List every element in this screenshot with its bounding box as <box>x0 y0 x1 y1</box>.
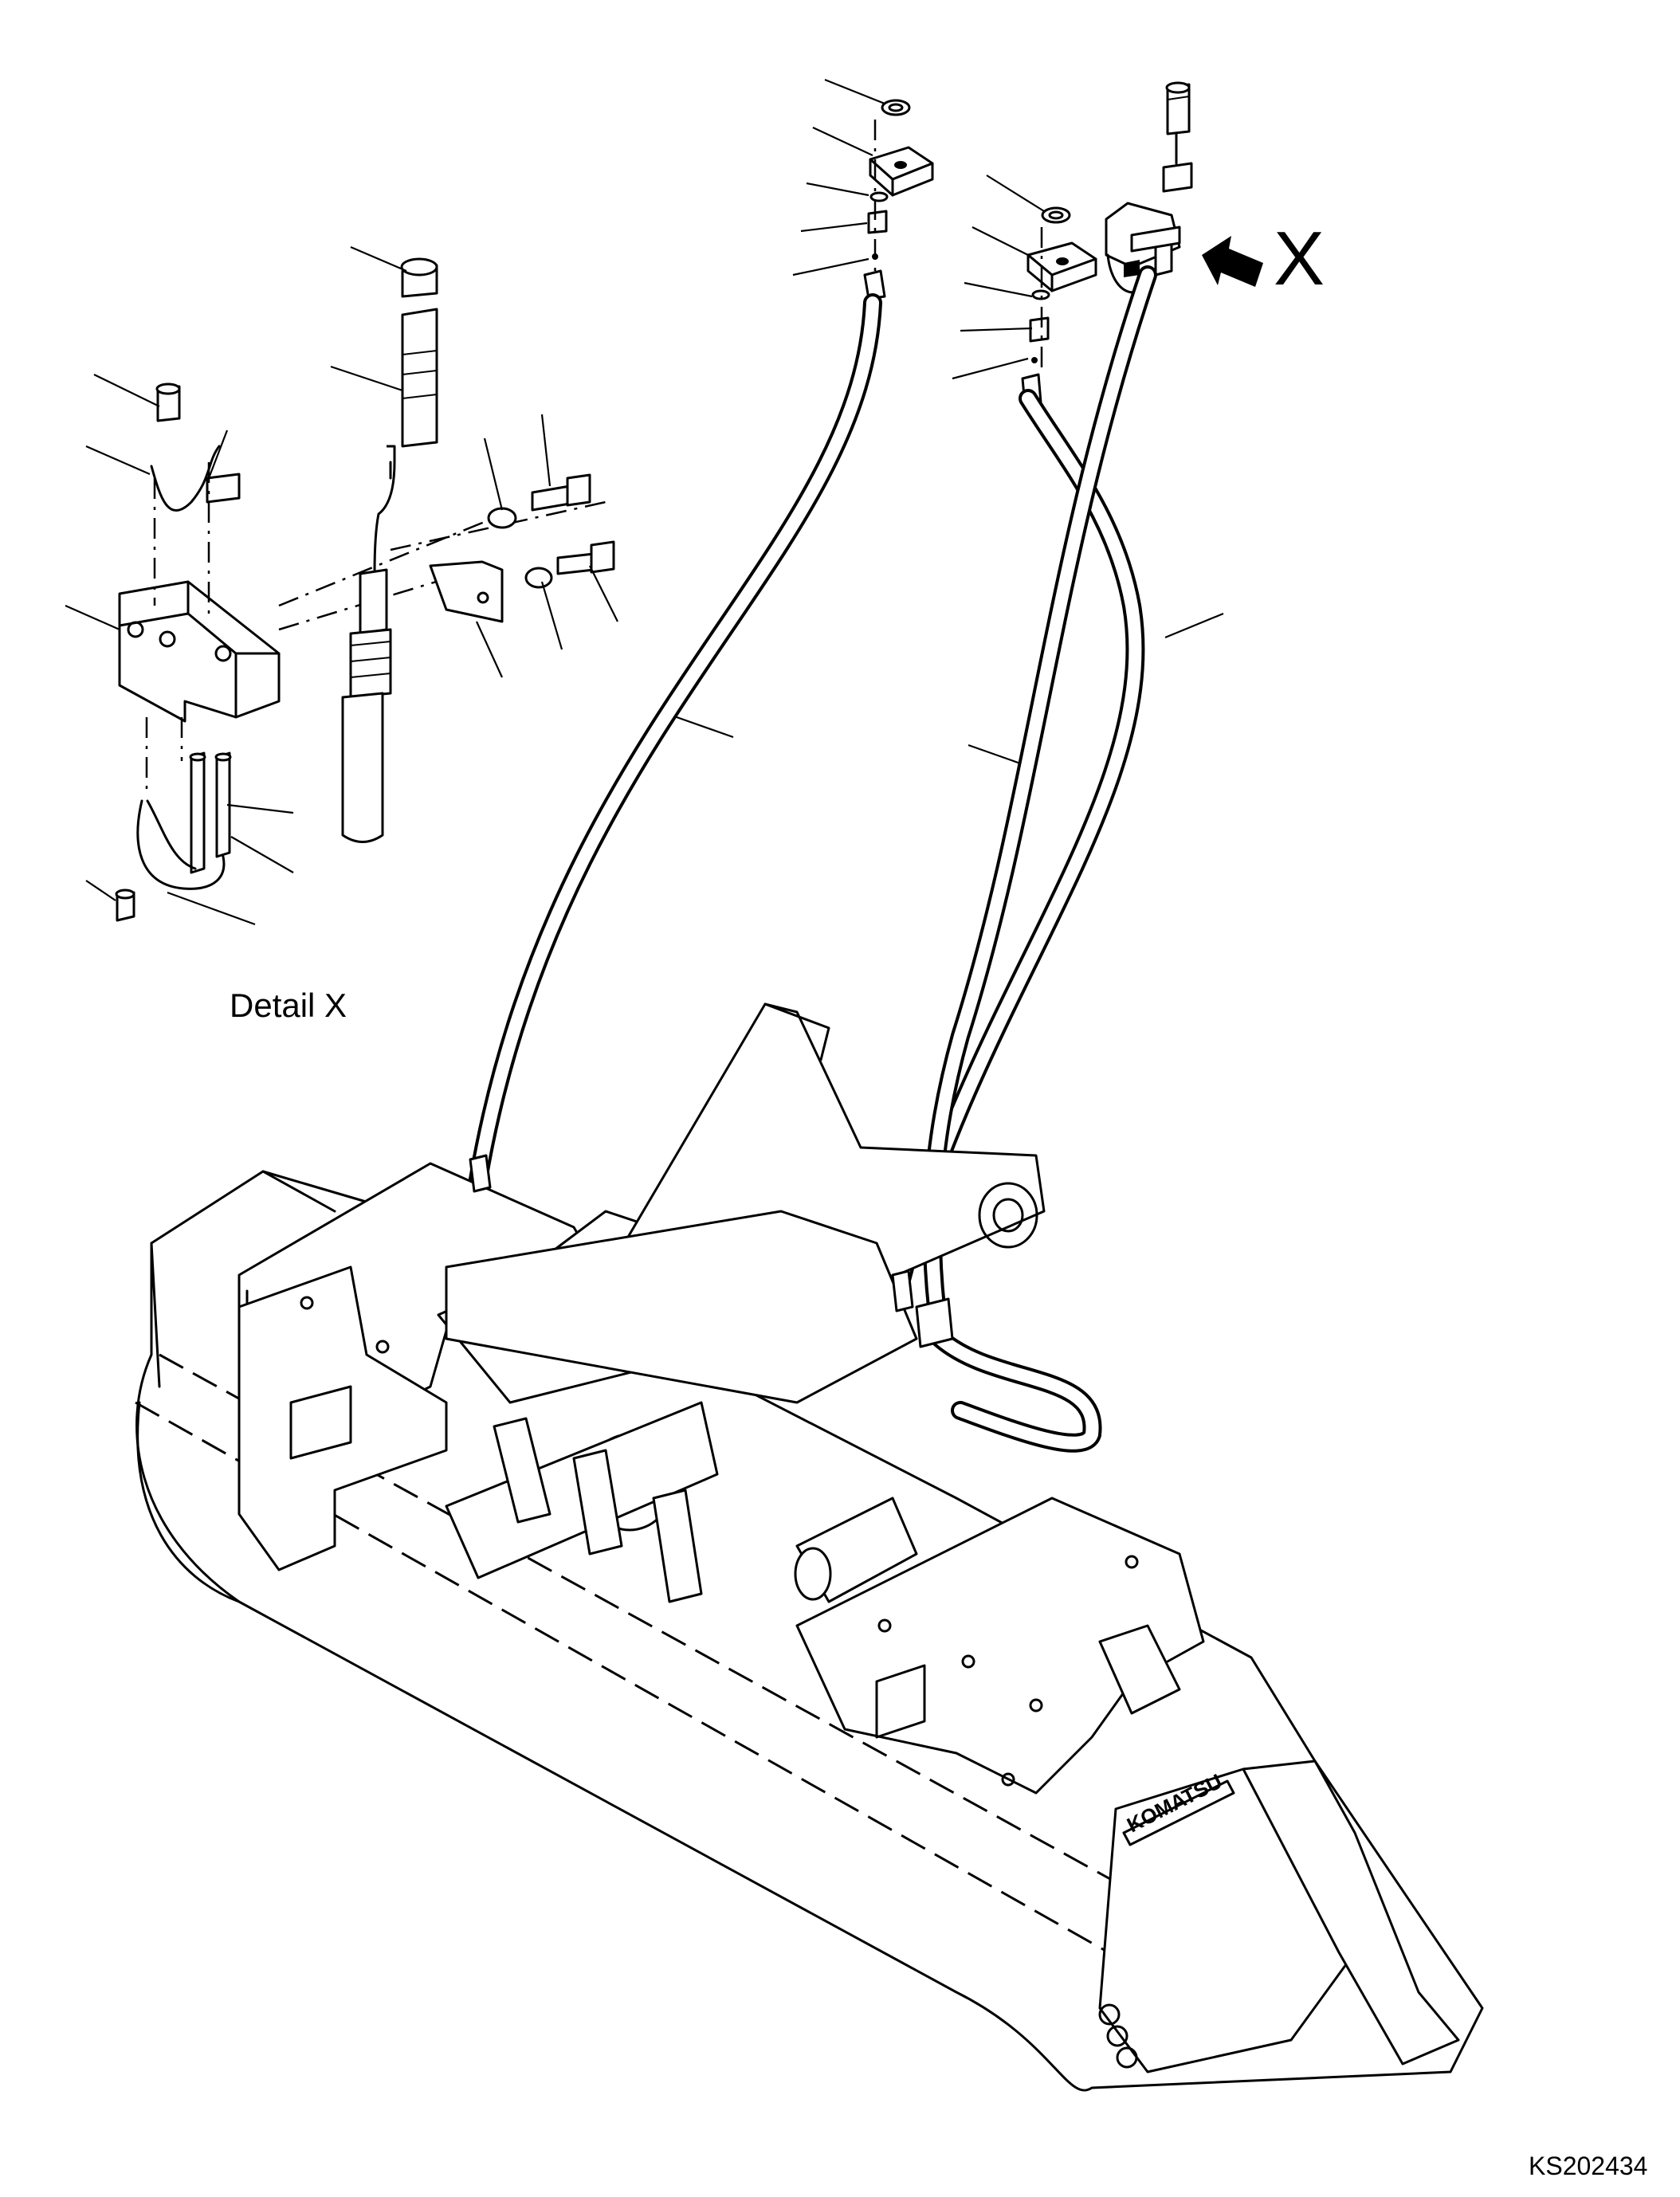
right-fitting-stack <box>1021 206 1097 406</box>
detail-x-title: Detail X <box>230 987 347 1024</box>
drawing-code: KS202434 <box>1529 2152 1648 2180</box>
proximity-sensor <box>341 257 615 843</box>
detail-x-assembly <box>115 383 495 922</box>
detail-leaders <box>65 245 618 926</box>
bucket-body <box>135 1170 1484 2092</box>
left-fitting-stack <box>863 99 934 300</box>
quick-coupler-frame <box>237 1002 1205 1795</box>
arrow-left-icon <box>1202 236 1263 287</box>
view-x-label: X <box>1274 216 1325 301</box>
sensor-at-x <box>1105 81 1193 294</box>
